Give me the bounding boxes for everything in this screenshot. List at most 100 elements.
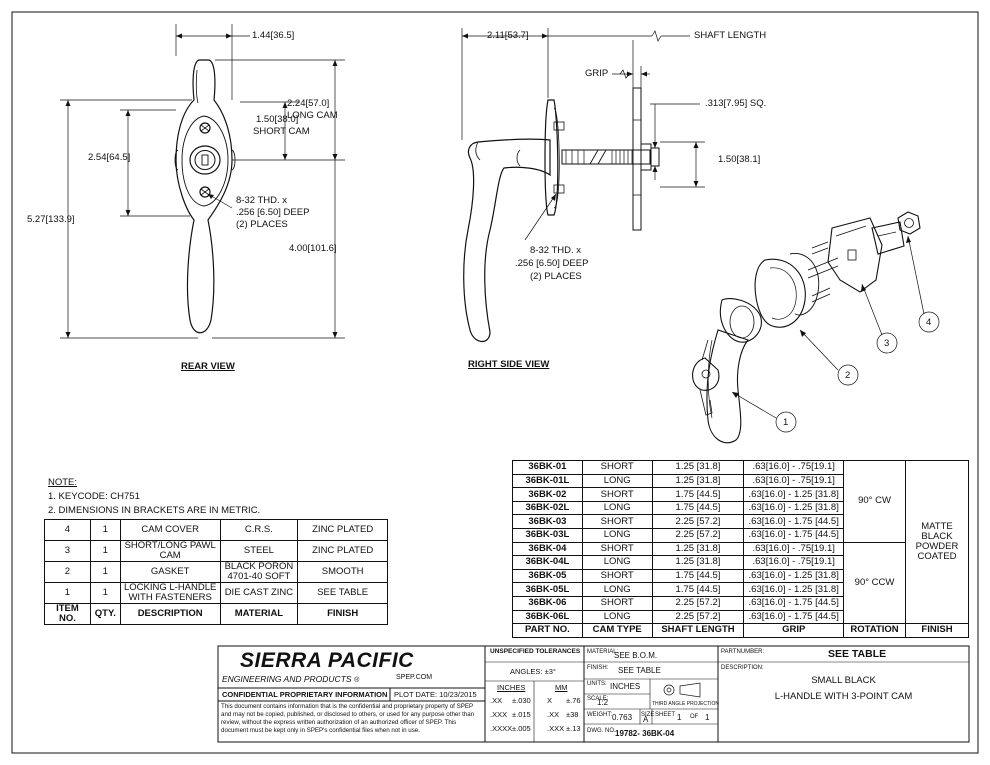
- side-view-dimensions: [461, 28, 705, 241]
- units-label: UNITS:: [587, 681, 607, 687]
- tolerance-value: ±.015: [512, 710, 531, 719]
- sheet-label: SHEET: [655, 712, 676, 718]
- sheet-border: [11, 11, 979, 754]
- balloon-1: 1: [783, 417, 789, 428]
- size-value: A: [643, 715, 649, 724]
- tolerance-value: ±.13: [566, 724, 581, 733]
- dwg-no-value: 19782- 36BK-04: [615, 729, 675, 738]
- balloon-leaders: [731, 235, 940, 433]
- note-1: 1. KEYCODE: CH751: [48, 491, 140, 502]
- scale-label: SCALE:: [587, 696, 609, 702]
- dim-grip: GRIP: [585, 68, 609, 79]
- side-view-handle: [463, 87, 660, 343]
- dim-overall-height: 5.27[133.9]: [27, 214, 75, 225]
- dim-long-cam-label: LONG CAM: [287, 110, 338, 121]
- rear-thread-note-3: (2) PLACES: [236, 219, 288, 230]
- material-value: SEE B.O.M.: [614, 651, 658, 660]
- plot-date: PLOT DATE: 10/23/2015: [394, 690, 477, 699]
- side-thread-note-1: 8-32 THD. x: [530, 245, 582, 256]
- scale-value: 1:2: [597, 698, 609, 707]
- description-line-1: SMALL BLACK: [811, 675, 876, 686]
- side-view-title: RIGHT SIDE VIEW: [468, 359, 550, 370]
- balloon-leader-arrows: [732, 236, 911, 398]
- tolerance-inches-header: INCHES: [497, 683, 526, 692]
- tolerance-value: X: [547, 696, 553, 705]
- tolerance-value: .XX: [490, 696, 503, 705]
- description-label: DESCRIPTION:: [721, 665, 764, 671]
- tolerance-value: .XXXX: [490, 724, 513, 733]
- partnumber-label: PARTNUMBER:: [721, 649, 765, 655]
- notes-title: NOTE:: [48, 477, 78, 488]
- material-label: MATERIAL:: [587, 649, 619, 655]
- tolerance-value: .XXX: [490, 710, 508, 719]
- balloon-2: 2: [845, 370, 851, 381]
- finish-label: FINISH:: [587, 665, 609, 671]
- side-thread-note-3: (2) PLACES: [530, 271, 582, 282]
- rear-view-title: REAR VIEW: [181, 361, 235, 372]
- weight-value: 0.763: [612, 713, 633, 722]
- rear-thread-note-1: 8-32 THD. x: [236, 195, 288, 206]
- dim-shaft-square: .313[7.95] SQ.: [705, 98, 767, 109]
- size-label: SIZE: [641, 712, 655, 718]
- balloon-4: 4: [926, 317, 932, 328]
- description-line-2: L-HANDLE WITH 3-POINT CAM: [774, 691, 913, 702]
- rotation-cell: 90° CW: [843, 460, 906, 543]
- company-name: SIERRA PACIFIC: [240, 649, 414, 672]
- dim-rear-width: 1.44[36.5]: [252, 30, 295, 41]
- dim-hole-height: 2.54[64.5]: [88, 152, 131, 163]
- rear-view-dimensions: [60, 24, 345, 339]
- projection-label: THIRD ANGLE PROJECTION: [652, 701, 719, 707]
- tolerance-mm-header: MM: [555, 683, 568, 692]
- company-website: SPEP.COM: [396, 674, 433, 681]
- finish-cell: MATTE BLACK POWDER COATED: [904, 459, 970, 625]
- of-label: OF: [690, 714, 699, 720]
- exploded-view: [692, 211, 921, 444]
- title-block-lines: [217, 645, 970, 743]
- partnumber-value: SEE TABLE: [828, 648, 887, 660]
- weight-label: WEIGHT:: [587, 712, 612, 718]
- tolerance-angles: ANGLES: ±3°: [510, 667, 556, 676]
- dim-shaft-length: SHAFT LENGTH: [694, 30, 767, 41]
- note-2: 2. DIMENSIONS IN BRACKETS ARE IN METRIC.: [48, 505, 261, 516]
- dim-short-cam: 1.50[38.0]: [256, 114, 299, 125]
- dwg-no-label: DWG. NO.: [587, 728, 616, 734]
- dim-lower-height: 4.00[101.6]: [289, 243, 337, 254]
- tolerance-value: .XX: [547, 710, 560, 719]
- sheet-value: 1: [677, 713, 682, 722]
- dim-side-cam: 1.50[38.1]: [718, 154, 761, 165]
- balloon-3: 3: [884, 338, 890, 349]
- confidential-text: This document contains information that …: [221, 703, 475, 735]
- company-subtitle: ENGINEERING AND PRODUCTS ®: [222, 674, 360, 684]
- dim-long-cam: 2.24[57.0]: [287, 98, 330, 109]
- rear-view-arrows: [65, 33, 338, 338]
- tolerance-value: ±.030: [512, 696, 531, 705]
- dim-short-cam-label: SHORT CAM: [253, 126, 310, 137]
- side-view-arrows: [462, 33, 699, 201]
- rear-view-handle: [174, 59, 236, 334]
- rear-thread-note-2: .256 [6.50] DEEP: [236, 207, 310, 218]
- tolerance-title: UNSPECIFIED TOLERANCES: [490, 648, 581, 655]
- finish-value: SEE TABLE: [618, 666, 661, 675]
- tolerance-value: ±.005: [512, 724, 531, 733]
- tolerance-value: ±.76: [566, 696, 581, 705]
- tolerance-value: ±38: [566, 710, 579, 719]
